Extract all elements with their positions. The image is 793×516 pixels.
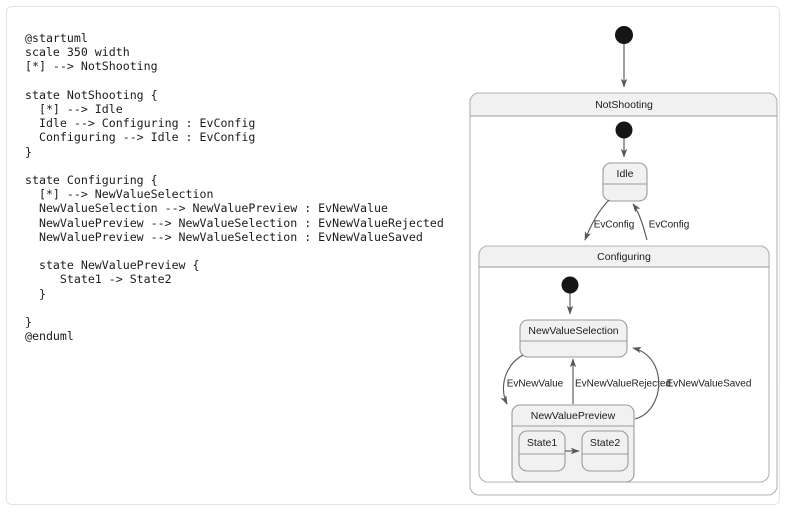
transition-configuring-to-idle: EvConfig <box>632 203 690 241</box>
state-state2[interactable]: State2 <box>581 430 629 472</box>
initial-node-not-shooting <box>615 121 633 158</box>
transition-preview-to-selection-rejected-label: EvNewValueRejected <box>575 379 671 390</box>
transition-selection-to-preview: EvNewValue <box>500 354 564 405</box>
transition-preview-to-selection-rejected: EvNewValueRejected <box>569 358 671 404</box>
state-state1-label: State1 <box>527 437 558 449</box>
transition-preview-to-selection-saved-label: EvNewValueSaved <box>667 379 752 390</box>
state-not-shooting-label: NotShooting <box>595 99 653 111</box>
transition-idle-to-configuring: EvConfig <box>584 199 635 241</box>
state-idle-label: Idle <box>617 168 634 180</box>
transition-configuring-to-idle-label: EvConfig <box>649 220 690 231</box>
state-new-value-selection-label: NewValueSelection <box>528 325 618 337</box>
state-state2-label: State2 <box>590 437 621 449</box>
state-configuring-label: Configuring <box>597 251 651 263</box>
preview-page: @startuml scale 350 width [*] --> NotSho… <box>6 6 780 505</box>
transition-selection-to-preview-label: EvNewValue <box>507 379 564 390</box>
state-state1[interactable]: State1 <box>518 430 566 472</box>
state-idle[interactable]: Idle <box>602 162 648 202</box>
plantuml-source-pane: @startuml scale 350 width [*] --> NotSho… <box>7 7 457 504</box>
initial-node-configuring <box>561 276 579 315</box>
state-new-value-preview-label: NewValuePreview <box>531 410 616 422</box>
transition-preview-to-selection-saved: EvNewValueSaved <box>632 346 752 420</box>
transition-idle-to-configuring-label: EvConfig <box>594 220 635 231</box>
state-new-value-selection[interactable]: NewValueSelection <box>519 319 628 358</box>
initial-node-root <box>615 26 633 88</box>
state-diagram-pane: NotShooting Idle EvConfig EvConfig <box>457 7 779 504</box>
plantuml-source-code: @startuml scale 350 width [*] --> NotSho… <box>25 31 444 344</box>
